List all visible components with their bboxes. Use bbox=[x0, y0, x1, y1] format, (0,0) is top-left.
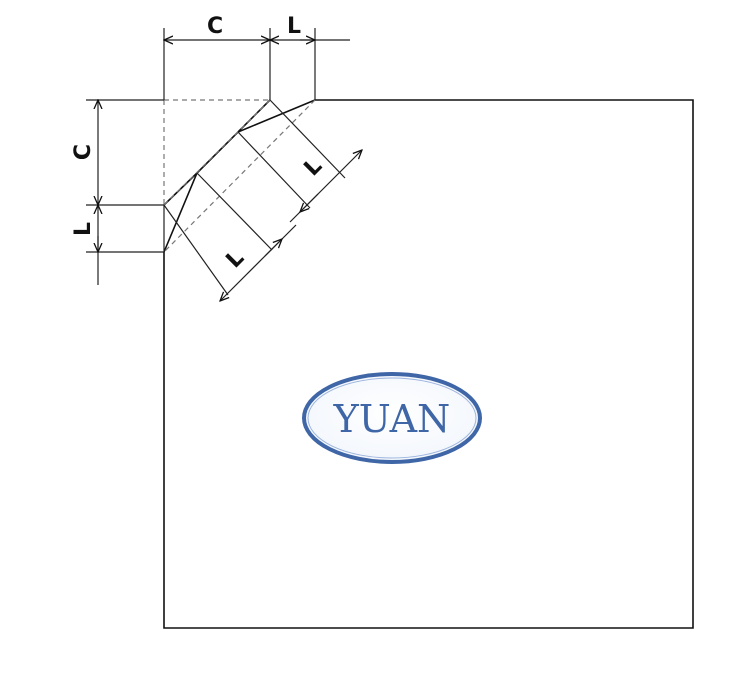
top-c-label: C bbox=[207, 14, 223, 39]
part-outline bbox=[163, 99, 694, 629]
left-c-label: C bbox=[71, 144, 96, 160]
left-dimension: C L bbox=[71, 100, 164, 285]
diag-l-lower-label: L bbox=[222, 246, 250, 274]
bevel-section: L L bbox=[163, 99, 362, 301]
logo-ring bbox=[302, 372, 482, 464]
left-l-label: L bbox=[71, 222, 96, 236]
diag-l-upper-label: L bbox=[300, 154, 328, 182]
top-dimension: C L bbox=[164, 14, 350, 100]
hidden-lines bbox=[163, 99, 316, 253]
top-l-label: L bbox=[287, 14, 301, 39]
logo: YUAN bbox=[302, 372, 482, 464]
logo-text: YUAN bbox=[333, 397, 451, 441]
